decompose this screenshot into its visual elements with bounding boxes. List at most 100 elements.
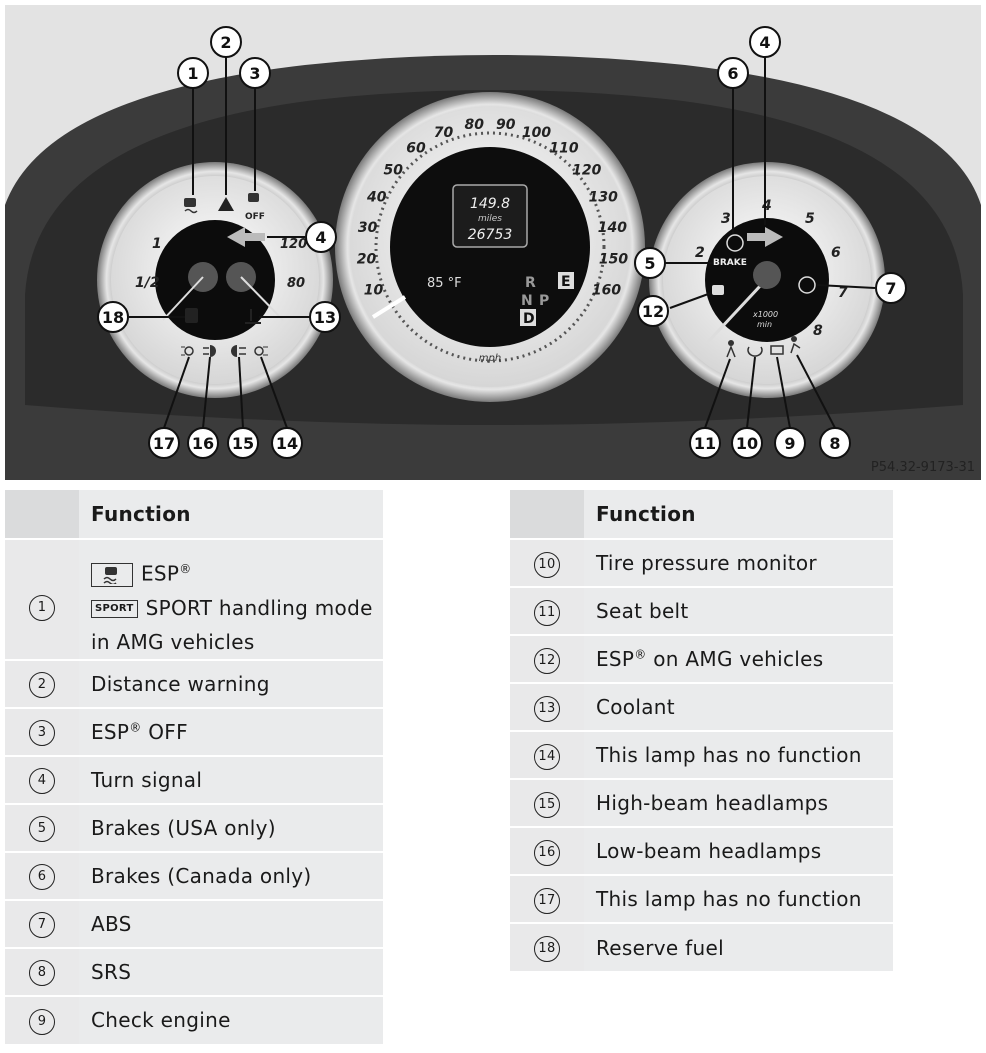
row-number: 17 [510, 874, 584, 923]
esp-amg-icon [712, 285, 724, 295]
brake-canada-icon [726, 234, 744, 252]
esp-suffix: on AMG vehicles [646, 647, 824, 671]
speed-tick-label: 20 [357, 252, 377, 268]
table-row: 18 Reserve fuel [510, 922, 893, 971]
table-row: 3 ESP® OFF [5, 706, 383, 756]
row-function: This lamp has no function [584, 730, 893, 779]
row-number: 1 [5, 538, 79, 660]
speed-tick-label: 50 [383, 163, 403, 179]
registered-mark: ® [634, 647, 647, 662]
circled-number: 10 [534, 551, 560, 578]
row-function: ESP® on AMG vehicles [584, 634, 893, 683]
callout-circle [187, 427, 219, 459]
brake-usa-text: BRAKE [713, 258, 747, 268]
tach-tick-3: 3 [721, 211, 731, 227]
callout-circle [731, 427, 763, 459]
callout-leader-lines [129, 57, 876, 429]
left-tick-120: 120 [280, 237, 307, 252]
circled-number: 11 [534, 599, 560, 626]
callout-circle [239, 57, 271, 89]
row-number: 7 [5, 898, 79, 948]
circled-number: 12 [534, 647, 560, 674]
speed-tick-label: 130 [589, 190, 618, 206]
speed-tick-label: 160 [592, 282, 621, 298]
gear-r: R [525, 275, 536, 291]
row-function: Brakes (USA only) [79, 802, 383, 852]
callout-number: 15 [232, 434, 254, 453]
row-function: SRS [79, 946, 383, 996]
esp-label: ESP [141, 561, 180, 586]
row-function: Reserve fuel [584, 922, 893, 971]
gear-d: D [523, 311, 535, 327]
circled-number: 6 [29, 864, 55, 891]
callout-circle [177, 57, 209, 89]
esp-label: ESP [91, 719, 130, 744]
table-row: 10 Tire pressure monitor [510, 538, 893, 587]
row-number: 12 [510, 634, 584, 683]
turn-signal-left-icon [227, 227, 245, 247]
row-function: Low-beam headlamps [584, 826, 893, 875]
left-tick-half: 1/2 [135, 275, 160, 291]
speed-tick-label: 30 [358, 220, 378, 236]
srs-icon [790, 336, 801, 354]
callout-number: 16 [192, 434, 214, 453]
instrument-cluster-figure: 1/2 1 120 80 OFF BRAKE x1000 min 2 3 4 5… [5, 5, 981, 480]
callout-circle [227, 427, 259, 459]
svg-text:OFF: OFF [245, 212, 265, 222]
speed-tick-label: 90 [496, 117, 516, 133]
callout-circle [749, 26, 781, 58]
esp-off-icon: OFF [245, 193, 265, 222]
row-number: 16 [510, 826, 584, 875]
callout-number: 11 [694, 434, 716, 453]
table-row: 14 This lamp has no function [510, 730, 893, 779]
outside-temperature: 85 °F [427, 276, 462, 291]
row-number: 13 [510, 682, 584, 731]
eco-indicator: E [561, 274, 571, 290]
circled-number: 2 [29, 672, 55, 699]
table-row: 8 SRS [5, 946, 383, 996]
tach-tick-7: 7 [838, 285, 848, 301]
circled-number: 4 [29, 768, 55, 795]
callout-number: 17 [153, 434, 175, 453]
callout-number: 1 [187, 64, 198, 83]
circled-number: 16 [534, 839, 560, 866]
coolant-icon [245, 309, 261, 324]
callout-number: 18 [102, 308, 124, 327]
lamp-14-icon [254, 346, 268, 356]
instrument-cluster-illustration: 1/2 1 120 80 OFF BRAKE x1000 min 2 3 4 5… [5, 5, 981, 480]
odometer-total: 26753 [468, 227, 513, 243]
callout-circle [210, 26, 242, 58]
abs-icon [798, 276, 816, 294]
callout-number: 13 [314, 308, 336, 327]
circled-number: 3 [29, 720, 55, 747]
table-row: 2 Distance warning [5, 658, 383, 708]
figure-reference: P54.32-9173-31 [871, 460, 975, 475]
table-row: 9 Check engine [5, 994, 383, 1044]
lamp-17-icon [181, 346, 194, 356]
row-number: 11 [510, 586, 584, 635]
header-function: Function [584, 490, 893, 539]
table-row: 17 This lamp has no function [510, 874, 893, 923]
speed-tick-label: 40 [366, 190, 387, 206]
callout-number: 6 [727, 64, 738, 83]
row-function: Check engine [79, 994, 383, 1044]
speed-unit: mph [479, 353, 501, 364]
callout-circle [305, 221, 337, 253]
speed-tick-label: 100 [522, 125, 551, 141]
sport-badge: SPORT [91, 600, 138, 619]
callout-number: 8 [829, 434, 840, 453]
tach-tick-5: 5 [805, 211, 815, 227]
left-tick-80: 80 [287, 276, 305, 291]
callout-circle [148, 427, 180, 459]
tach-tick-2: 2 [695, 245, 705, 261]
circled-number: 17 [534, 887, 560, 914]
circled-number: 1 [29, 594, 55, 621]
circled-number: 5 [29, 816, 55, 843]
callout-circle [97, 301, 129, 333]
callout-number: 14 [276, 434, 298, 453]
seat-belt-icon [726, 340, 736, 358]
callout-number: 4 [759, 33, 770, 52]
circled-number: 8 [29, 960, 55, 987]
